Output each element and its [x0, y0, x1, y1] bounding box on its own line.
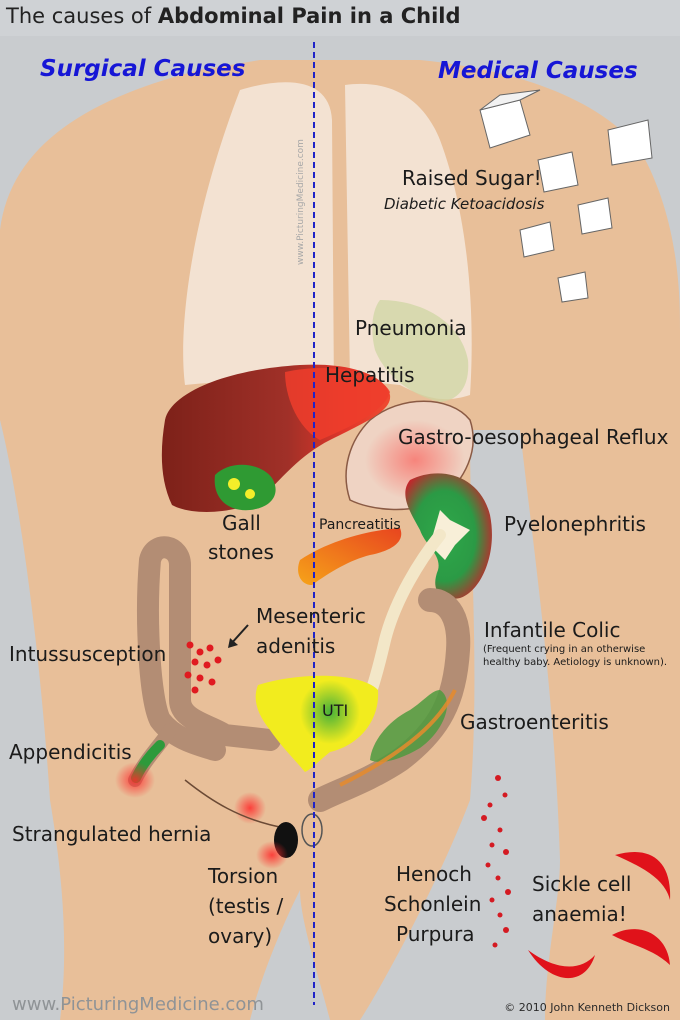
- label-gastroenteritis: Gastroenteritis: [460, 710, 609, 734]
- label-intussusception: Intussusception: [9, 642, 167, 666]
- sickle-cell-2: [528, 950, 595, 979]
- label-uti: UTI: [322, 701, 349, 720]
- gallstone-2: [245, 489, 255, 499]
- right-lung: [183, 82, 334, 395]
- label-infantile-colic: Infantile Colic: [484, 618, 621, 642]
- label-henoch: Henoch: [396, 862, 472, 886]
- page-title: The causes of Abdominal Pain in a Child: [6, 4, 461, 28]
- footer-website: www.PicturingMedicine.com: [12, 994, 264, 1015]
- testis-right: [301, 813, 323, 847]
- appendix-glow: [115, 762, 155, 798]
- side-watermark: www.PicturingMedicine.com: [296, 139, 306, 265]
- label-adenitis: adenitis: [256, 634, 336, 658]
- gallstone-1: [228, 478, 240, 490]
- groin-line: [184, 779, 286, 829]
- label-strangulated-hernia: Strangulated hernia: [12, 822, 212, 846]
- label-pancreatitis: Pancreatitis: [319, 517, 401, 533]
- gallbladder: [214, 464, 276, 511]
- colon-orange-edge: [339, 689, 457, 787]
- colon: [137, 536, 281, 761]
- renal-pelvis: [430, 510, 470, 560]
- gastro-inflamed: [370, 690, 448, 762]
- hepatitis-highlight: [285, 368, 390, 440]
- torsion-glow: [256, 841, 288, 869]
- label-anaemia: anaemia!: [532, 902, 627, 926]
- label-sickle-cell: Sickle cell: [532, 872, 632, 896]
- label-gall: Gall: [222, 511, 261, 535]
- sugar-cubes: [479, 89, 653, 303]
- sickle-cell-3: [612, 929, 670, 965]
- surgical-heading: Surgical Causes: [40, 56, 246, 82]
- label-hepatitis: Hepatitis: [325, 363, 415, 387]
- label-pyelonephritis: Pyelonephritis: [504, 512, 646, 536]
- pneumonia-area: [372, 300, 469, 402]
- label-gord: Gastro-oesophageal Reflux: [398, 425, 669, 449]
- purpura-spots: [481, 775, 511, 948]
- pancreas: [298, 528, 402, 585]
- body-silhouette: [0, 60, 680, 1020]
- label-stones: stones: [208, 540, 274, 564]
- label-schonlein: Schonlein: [384, 892, 482, 916]
- footer-copyright: © 2010 John Kenneth Dickson: [504, 1001, 670, 1014]
- title-bar: [0, 0, 680, 36]
- label-appendicitis: Appendicitis: [9, 740, 132, 764]
- sickle-cell-1: [615, 852, 671, 900]
- label-mesenteric: Mesenteric: [256, 604, 366, 628]
- label-torsion-ovary: ovary): [208, 924, 273, 948]
- medical-heading: Medical Causes: [438, 58, 638, 84]
- label-dka: Diabetic Ketoacidosis: [384, 195, 545, 213]
- label-torsion: Torsion: [208, 864, 279, 888]
- label-torsion-testis: (testis /: [208, 894, 284, 918]
- ureter: [362, 529, 446, 706]
- label-raised-sugar: Raised Sugar!: [402, 166, 542, 190]
- label-purpura: Purpura: [396, 922, 475, 946]
- mesenteric-nodes: [184, 641, 222, 694]
- label-pneumonia: Pneumonia: [355, 316, 467, 340]
